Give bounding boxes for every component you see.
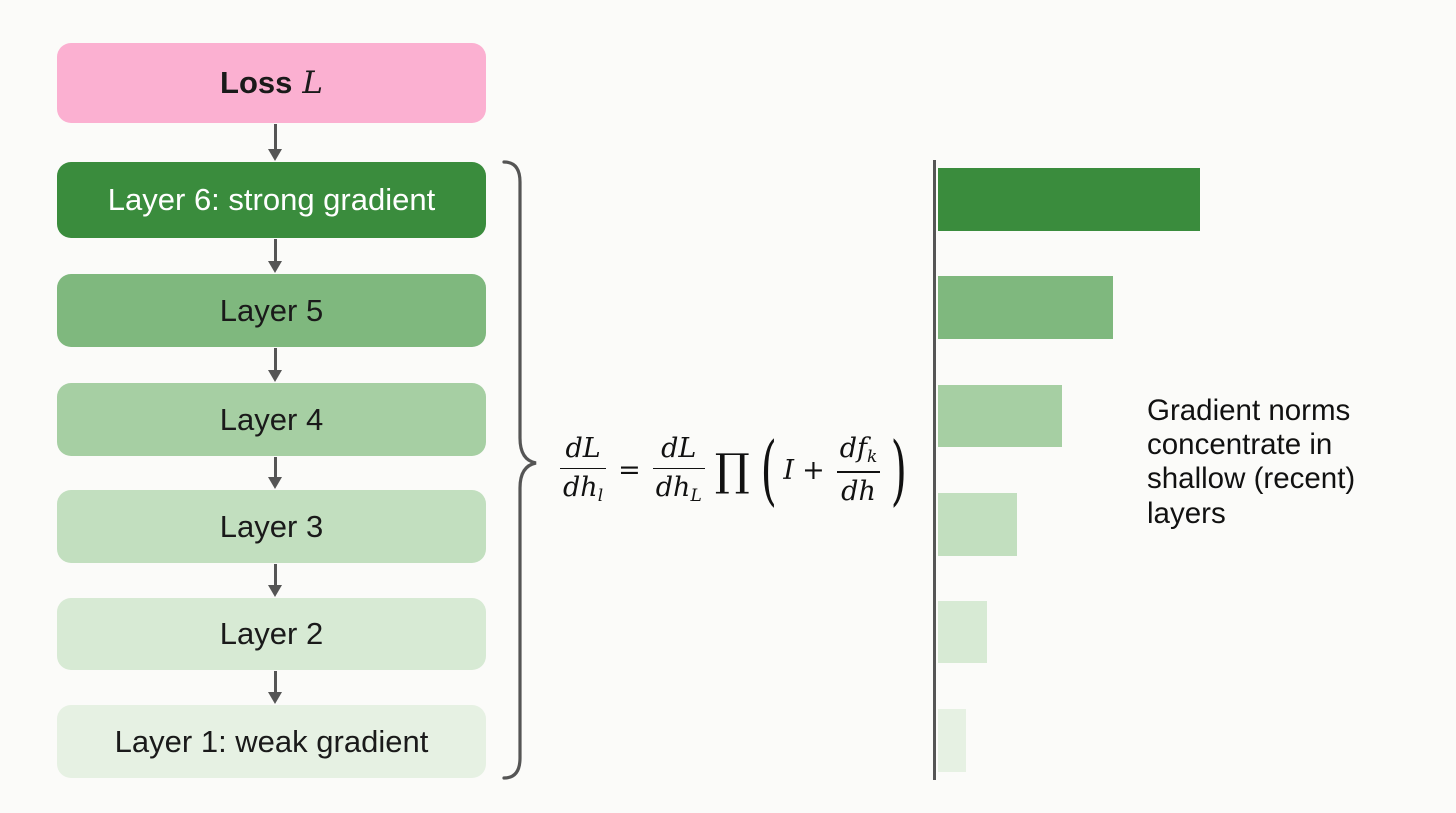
- arrow-down-icon: [268, 239, 282, 273]
- lhs-denominator: dhl: [560, 472, 606, 507]
- inner-num-base: df: [839, 433, 867, 465]
- arrow-down-icon: [268, 457, 282, 489]
- arrow-down-icon: [268, 564, 282, 597]
- chart-caption: Gradient norms concentrate in shallow (r…: [1147, 394, 1356, 530]
- lhs-den-base: dh: [563, 472, 598, 503]
- arrow-down-icon: [268, 671, 282, 704]
- layer-2-box: Layer 2: [57, 598, 486, 670]
- lhs-den-sub: l: [597, 486, 604, 506]
- layer-2-label: Layer 2: [219, 616, 324, 651]
- bar-layer-3: [938, 493, 1017, 556]
- layer-6-box: Layer 6: strong gradient: [57, 162, 486, 238]
- layer-1-box: Layer 1: weak gradient: [57, 705, 486, 778]
- arrow-down-icon: [268, 348, 282, 382]
- bar-layer-1: [938, 709, 966, 772]
- layer-1-label: Layer 1: weak gradient: [114, 723, 429, 759]
- bar-layer-6: [938, 168, 1200, 231]
- bar-layer-5: [938, 276, 1113, 339]
- chart-axis: [933, 160, 936, 780]
- rhs-denominator: dhL: [653, 472, 705, 507]
- layer-4-box: Layer 4: [57, 383, 486, 456]
- lhs-fraction: dL dhl: [560, 433, 607, 507]
- right-paren: ): [890, 425, 908, 514]
- layer-6-label: Layer 6: strong gradient: [107, 182, 436, 217]
- rhs-fraction: dL dhL: [652, 433, 705, 507]
- arrow-down-icon: [268, 124, 282, 161]
- layer-5-label: Layer 5: [219, 292, 324, 328]
- layer-3-box: Layer 3: [57, 490, 486, 563]
- rhs-den-base: dh: [655, 472, 691, 503]
- rhs-den-sub: L: [690, 486, 702, 506]
- identity-symbol: I: [783, 454, 795, 486]
- loss-label: Loss: [220, 65, 293, 100]
- inner-numerator: dfk: [837, 433, 881, 468]
- inner-num-sub: k: [867, 447, 878, 468]
- curly-brace-icon: [502, 160, 537, 780]
- left-paren: (: [760, 425, 777, 514]
- rhs-numerator: dL: [661, 433, 697, 465]
- loss-box: Loss L: [57, 43, 486, 123]
- gradient-formula: dL dhl = dL dhL ∏ ( I + dfk dh ): [556, 425, 914, 515]
- plus-sign: +: [802, 454, 825, 486]
- inner-denominator: dh: [841, 475, 876, 507]
- product-symbol: ∏: [714, 444, 750, 496]
- layer-4-label: Layer 4: [219, 401, 324, 437]
- equals-sign: =: [618, 454, 641, 486]
- bar-layer-4: [938, 385, 1062, 447]
- layer-5-box: Layer 5: [57, 274, 486, 347]
- bar-layer-2: [938, 601, 987, 663]
- lhs-numerator: dL: [565, 433, 601, 465]
- inner-fraction: dfk dh: [836, 433, 881, 507]
- loss-symbol: L: [302, 65, 323, 101]
- layer-3-label: Layer 3: [219, 508, 324, 544]
